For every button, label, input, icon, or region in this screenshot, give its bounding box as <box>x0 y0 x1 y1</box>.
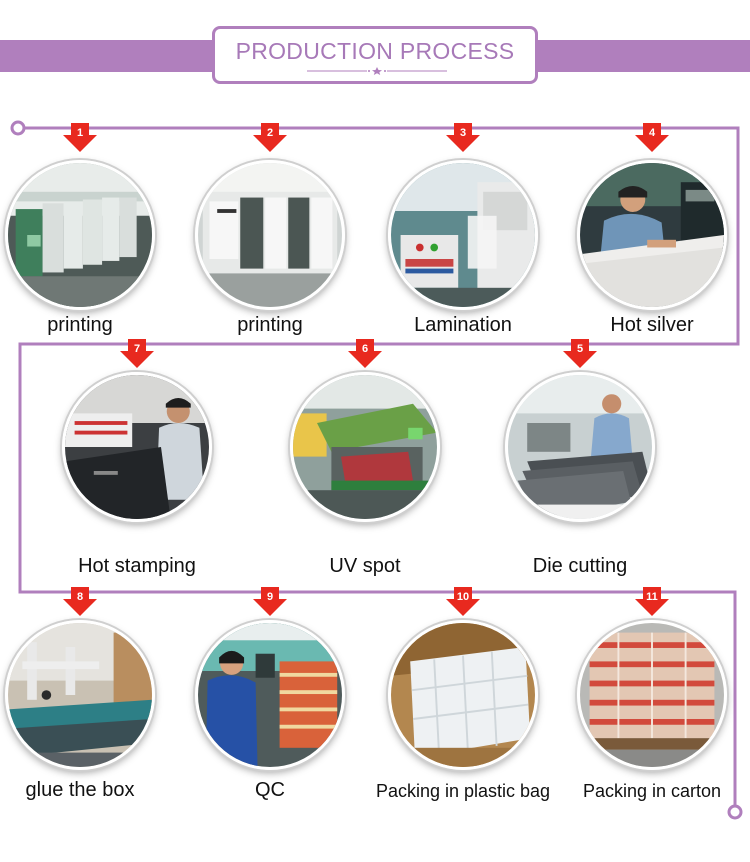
step-label: glue the box <box>25 779 135 801</box>
step-photo-press-white <box>195 160 345 310</box>
step-number-badge: 8 <box>62 587 98 617</box>
step-number-badge: 11 <box>634 587 670 617</box>
step-photo-lamination <box>388 160 538 310</box>
step-number: 3 <box>459 127 467 139</box>
step-number: 6 <box>361 343 369 355</box>
flow-end-icon <box>727 804 743 820</box>
down-arrow-icon <box>446 587 480 616</box>
step-number-badge: 2 <box>252 123 288 153</box>
step-photo-uv-spot <box>290 372 440 522</box>
step-label: Packing in plastic bag <box>375 781 551 801</box>
step-label: Lamination <box>414 314 512 336</box>
step-number-badge: 7 <box>119 339 155 369</box>
step-number: 5 <box>576 343 584 355</box>
step-number-badge: 9 <box>252 587 288 617</box>
step-label: Hot stamping <box>78 555 196 577</box>
step-photo-die-cutting <box>505 372 655 522</box>
down-arrow-icon <box>120 339 154 368</box>
step-number-badge: 4 <box>634 123 670 153</box>
step-photo-carton <box>577 620 727 770</box>
step-label: printing <box>237 314 303 336</box>
step-label: QC <box>255 779 285 801</box>
step-number: 1 <box>76 127 84 139</box>
down-arrow-icon <box>253 123 287 152</box>
step-number: 7 <box>133 343 141 355</box>
down-arrow-icon <box>635 123 669 152</box>
down-arrow-icon <box>348 339 382 368</box>
page-title: PRODUCTION PROCESS <box>235 38 515 64</box>
step-number-badge: 5 <box>562 339 598 369</box>
step-number: 4 <box>648 127 656 139</box>
title-box: PRODUCTION PROCESS <box>212 26 538 84</box>
step-label: Die cutting <box>532 555 628 577</box>
step-photo-qc <box>195 620 345 770</box>
down-arrow-icon <box>446 123 480 152</box>
down-arrow-icon <box>563 339 597 368</box>
down-arrow-icon <box>63 587 97 616</box>
down-arrow-icon <box>635 587 669 616</box>
step-number: 11 <box>646 591 658 603</box>
step-number-badge: 1 <box>62 123 98 153</box>
step-number: 2 <box>266 127 274 139</box>
step-number: 10 <box>456 591 470 603</box>
step-photo-press-green <box>5 160 155 310</box>
down-arrow-icon <box>63 123 97 152</box>
step-label: printing <box>47 314 113 336</box>
step-photo-plastic-bag <box>388 620 538 770</box>
step-photo-hot-silver <box>577 160 727 310</box>
title-ornament-icon <box>307 67 447 75</box>
step-label: UV spot <box>329 555 401 577</box>
step-number: 8 <box>76 591 84 603</box>
step-label: Hot silver <box>610 314 694 336</box>
step-number-badge: 3 <box>445 123 481 153</box>
step-photo-gluing <box>5 620 155 770</box>
flow-start-icon <box>10 120 26 136</box>
step-number-badge: 10 <box>445 587 481 617</box>
step-photo-hot-stamping <box>62 372 212 522</box>
step-number: 9 <box>266 591 274 603</box>
down-arrow-icon <box>253 587 287 616</box>
step-number-badge: 6 <box>347 339 383 369</box>
step-label: Packing in carton <box>582 781 722 801</box>
